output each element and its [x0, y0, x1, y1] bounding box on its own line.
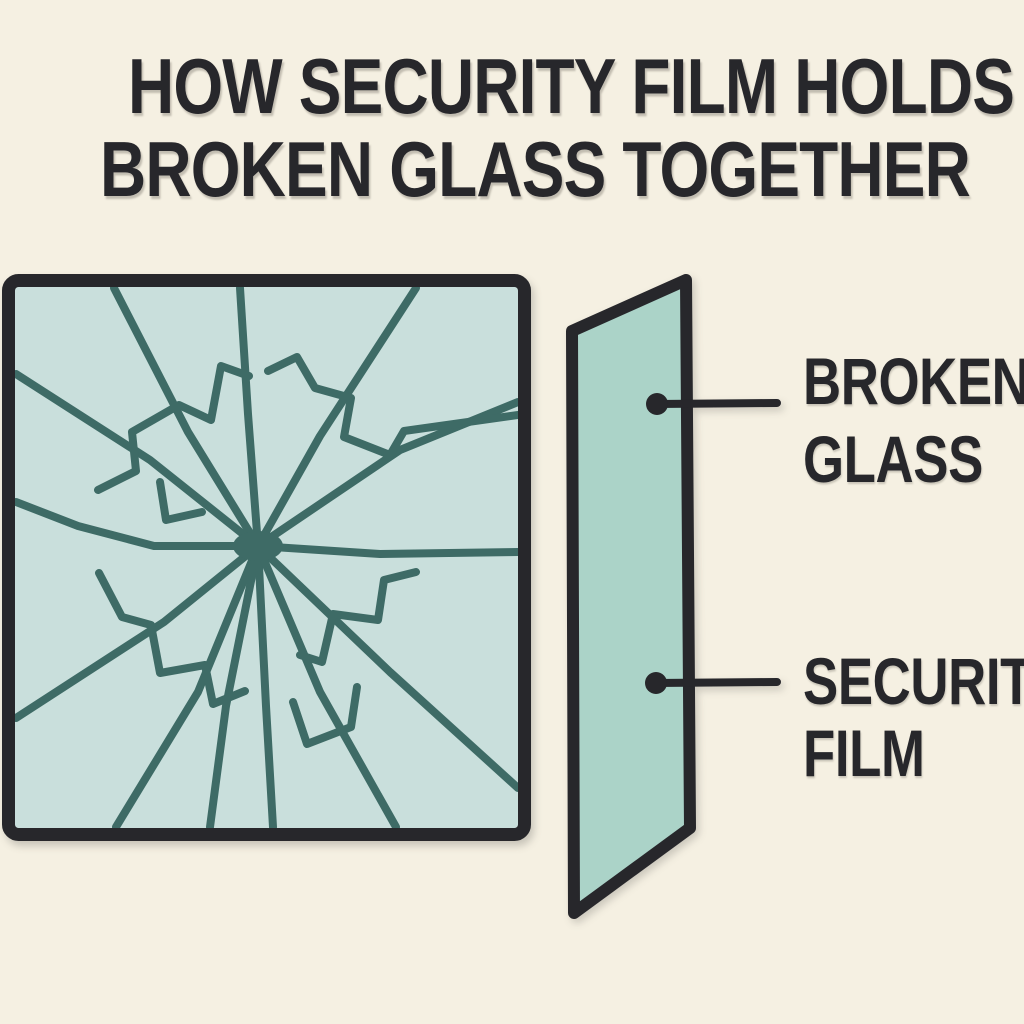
- broken-glass-pane: [2, 274, 531, 841]
- leader-line-broken-glass: [653, 399, 781, 408]
- security-film-label-line-2: FILM: [803, 716, 925, 790]
- leader-line-security-film: [652, 678, 781, 687]
- leader-dot-broken-glass: [646, 393, 668, 415]
- impact-center: [233, 531, 283, 561]
- title-line-1: HOW SECURITY FILM HOLDS: [128, 42, 1015, 130]
- broken-glass-label-line-2: GLASS: [803, 422, 983, 496]
- leader-dot-security-film: [645, 672, 667, 694]
- title-line-2: BROKEN GLASS TOGETHER: [100, 125, 971, 213]
- broken-glass-label-line-1: BROKEN: [803, 344, 1024, 418]
- crack-pattern: [15, 287, 518, 828]
- security-film-panel: [566, 274, 696, 919]
- security-film-label-line-1: SECURITY: [803, 644, 1024, 718]
